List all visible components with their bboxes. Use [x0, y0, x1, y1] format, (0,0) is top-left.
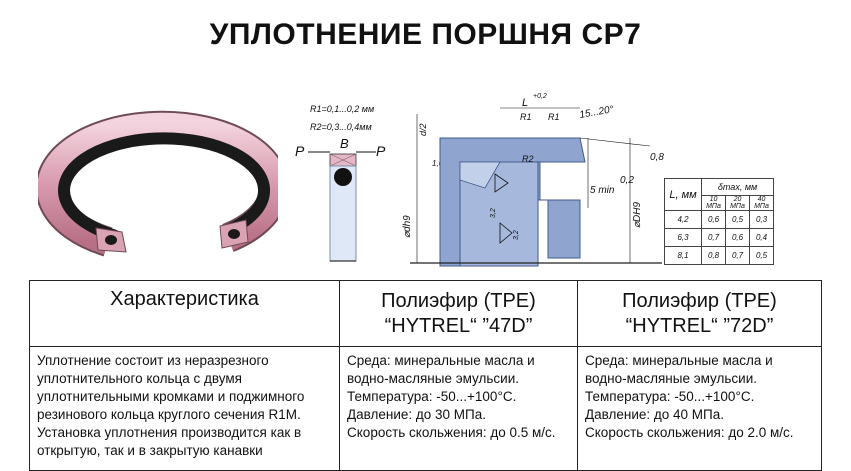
- header-47d: Полиэфир (TPE)“HYTREL“ ”47D”: [339, 280, 578, 347]
- l-tol: +0,2: [533, 93, 547, 100]
- cell: 8,1: [664, 246, 702, 265]
- dim-5-min: 5 min: [590, 185, 615, 196]
- cell: 0,5: [749, 246, 774, 265]
- r2-note: R2=0,3...0,4мм: [310, 122, 372, 132]
- b-label: B: [340, 136, 349, 151]
- dh9-dim: ⌀dh9: [402, 215, 413, 238]
- DH9-dim: ⌀DH9: [632, 202, 643, 228]
- p-left-label: P: [295, 143, 305, 159]
- r2-label: R2: [522, 154, 534, 164]
- d-half-dim: d/2: [418, 123, 428, 136]
- unit-header: 20 МПа: [725, 195, 750, 211]
- r1b-label: R1: [548, 112, 560, 122]
- cell: 6,3: [664, 228, 702, 247]
- unit-header: 40 МПа: [749, 195, 774, 211]
- cell: 0,5: [725, 210, 750, 229]
- spec-table: Характеристика Полиэфир (TPE)“HYTREL“ ”4…: [29, 280, 822, 471]
- r1-note: R1=0,1...0,2 мм: [310, 104, 374, 114]
- page-title: УПЛОТНЕНИЕ ПОРШНЯ СР7: [209, 18, 642, 51]
- cell: 0,6: [701, 210, 726, 229]
- cell: 0,6: [725, 228, 750, 247]
- table-header-row: Характеристика Полиэфир (TPE)“HYTREL“ ”4…: [29, 280, 822, 347]
- delta-header: δmax, мм: [701, 178, 774, 196]
- l-header: L, мм: [664, 178, 702, 211]
- seal-ring-image: [35, 100, 290, 260]
- rough-a: 3,2: [490, 208, 497, 218]
- technical-drawing: R1=0,1...0,2 мм R2=0,3...0,4мм P P B d/2…: [290, 88, 670, 268]
- r1-label: R1: [520, 112, 532, 122]
- header-72d: Полиэфир (TPE)“HYTREL“ ”72D”: [577, 280, 822, 347]
- cell: 0,8: [701, 246, 726, 265]
- cell: 0,3: [749, 210, 774, 229]
- angle-dim: 15...20°: [579, 104, 615, 121]
- p-right-label: P: [376, 143, 386, 159]
- cell: 0,7: [725, 246, 750, 265]
- unit-header: 10 МПа: [701, 195, 726, 211]
- cell: 0,7: [701, 228, 726, 247]
- dim-1-6: 1,6: [432, 159, 444, 168]
- header-characteristic: Характеристика: [29, 280, 340, 347]
- l-dim: L: [522, 97, 528, 109]
- cell: 4,2: [664, 210, 702, 229]
- rough-b: 3,2: [513, 230, 520, 240]
- dim-0-2: 0,2: [620, 175, 634, 186]
- dim-0-8: 0,8: [650, 152, 664, 163]
- cell: 0,4: [749, 228, 774, 247]
